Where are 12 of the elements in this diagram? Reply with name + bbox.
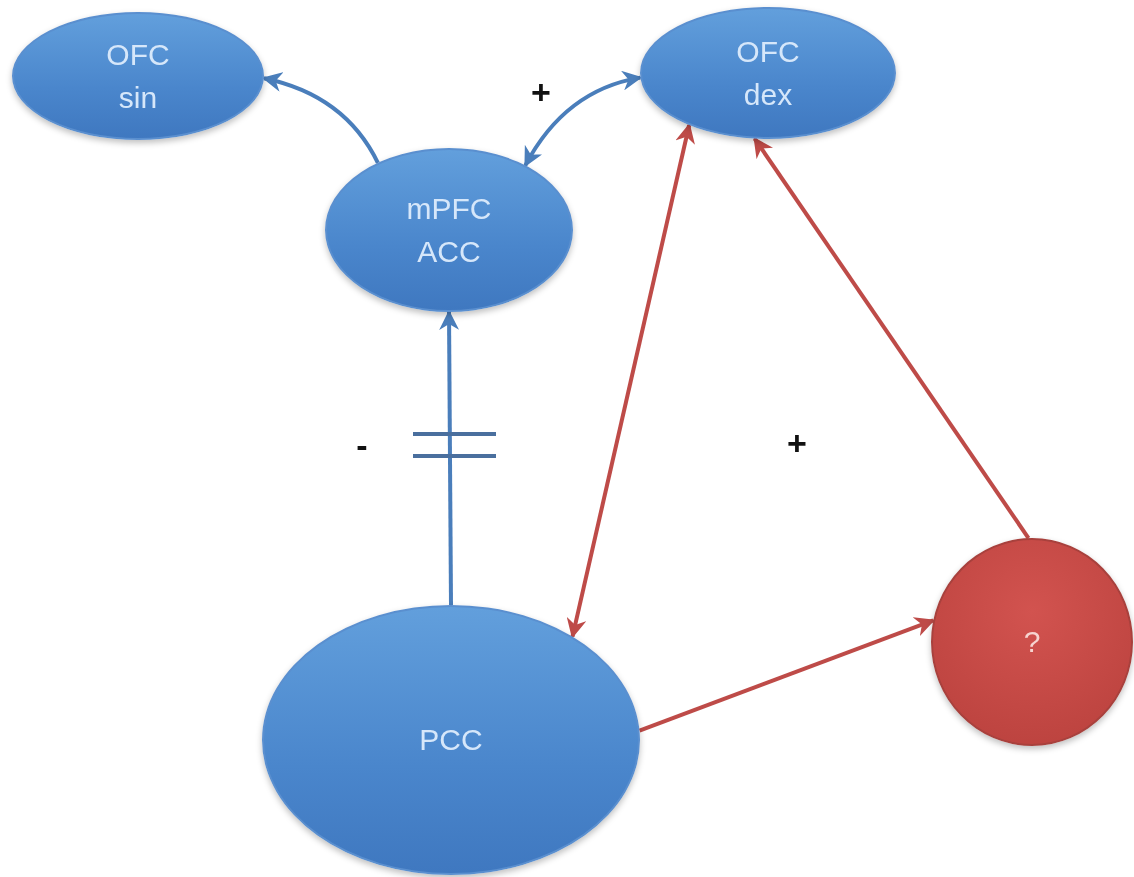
node-label: OFC dex: [736, 33, 800, 113]
arrow: [439, 310, 460, 605]
arrow: [262, 72, 380, 164]
sign-label: +: [787, 426, 807, 460]
node-label: OFC sin: [106, 36, 170, 116]
arrow: [752, 137, 1031, 540]
edge-label: -: [356, 428, 368, 462]
node-label: ?: [1023, 624, 1041, 661]
node-label: PCC: [419, 722, 483, 759]
edge-label: +: [531, 75, 551, 109]
arrow: [566, 123, 695, 639]
node-label: mPFC ACC: [406, 190, 492, 270]
